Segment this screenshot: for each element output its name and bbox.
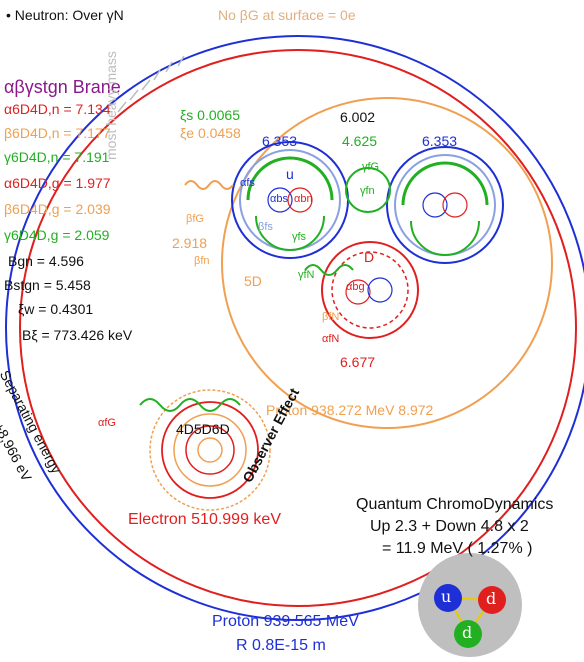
gluon-circle (345, 167, 391, 213)
qcd-line2: = 11.9 MeV ( 1.27% ) (382, 540, 533, 557)
outer-red-circle (19, 49, 577, 607)
qcd-quark-d2: d (462, 623, 473, 642)
brane-gamma-g: γ6D4D,g = 2.059 (4, 227, 110, 243)
proton-inner-circle (221, 97, 553, 429)
alpha-g-f: αfG (98, 417, 116, 429)
qcd-title: Quantum ChromoDynamics (356, 496, 554, 513)
quark-left (231, 141, 349, 259)
gamma-s-f: γfs (292, 231, 307, 243)
outer-blue-circle (5, 35, 584, 621)
bottom-value: 6.677 (340, 354, 376, 370)
alpha-n-f: αfN (322, 333, 340, 345)
left-value: 6.353 (262, 133, 298, 149)
qcd-line1: Up 2.3 + Down 4.8 x 2 (370, 518, 529, 535)
qcd-badge (418, 553, 522, 657)
brane-beta-g: β6D4D,g = 2.039 (4, 201, 111, 217)
electron-caption: Electron 510.999 keV (128, 511, 281, 528)
brane-beta-n: β6D4D,n = 7.177 (4, 125, 111, 141)
brane-alpha-n: α6D4D,n = 7.134 (4, 101, 111, 117)
heavy-mass-hatch (117, 55, 185, 113)
beta-n-f: βfn (194, 255, 210, 267)
quark-bottom (304, 241, 419, 339)
outer-proton-label: Proton 939.565 MeV (212, 613, 359, 630)
alpha-s-f: αfs (240, 177, 255, 189)
top-value: 6.002 (340, 109, 376, 125)
alpha-g-b: αbg (346, 281, 365, 293)
qcd-quark-u: u (441, 587, 452, 606)
right-value: 6.353 (422, 133, 458, 149)
qcd-quark-d1: d (486, 589, 497, 608)
gamma-n-f: γfn (360, 185, 375, 197)
brane-gamma-n: γ6D4D,n = 7.191 (4, 149, 110, 165)
beta-s-f: βfs (258, 221, 273, 233)
b-gn: Bgn = 4.596 (8, 253, 84, 269)
u-label: u (286, 166, 294, 182)
xi-s: ξs 0.0065 (180, 107, 240, 123)
b-stgn: Bstgn = 5.458 (4, 277, 91, 293)
beta-wiggle (184, 180, 234, 190)
proton-inner-caption: Proton 938.272 MeV 8.972 (266, 402, 434, 418)
center-value: 4.625 (342, 133, 378, 149)
heavy-mass-label: most heavy mass (103, 51, 119, 160)
alpha-s-b: αbs (270, 193, 288, 205)
brane-title: αβγstgn Brane (4, 77, 121, 97)
dim-5d: 5D (244, 273, 262, 289)
beta-surface-label: No βG at surface = 0e (218, 7, 356, 23)
alpha-n-b: αbn (294, 193, 313, 205)
beta-value: 2.918 (172, 235, 208, 251)
xi-e: ξe 0.0458 (180, 125, 241, 141)
electron-dims: 4D5D6D (176, 421, 230, 437)
d-label: D (364, 249, 375, 265)
electron-spiral (139, 389, 271, 511)
gamma-g-f: γfG (362, 161, 380, 173)
outer-radius-label: R 0.8E-15 m (236, 637, 326, 654)
quark-right (386, 146, 504, 264)
beta-g-f: βfG (186, 213, 204, 225)
xi-w: ξw = 0.4301 (18, 301, 94, 317)
neutron-label: • Neutron: Over γN (6, 7, 124, 23)
b-xi: Bξ = 773.426 keV (22, 327, 133, 343)
gamma-N-f: γfN (298, 269, 315, 281)
beta-N-f: βfN (322, 311, 340, 323)
brane-alpha-g: α6D4D,g = 1.977 (4, 175, 111, 191)
